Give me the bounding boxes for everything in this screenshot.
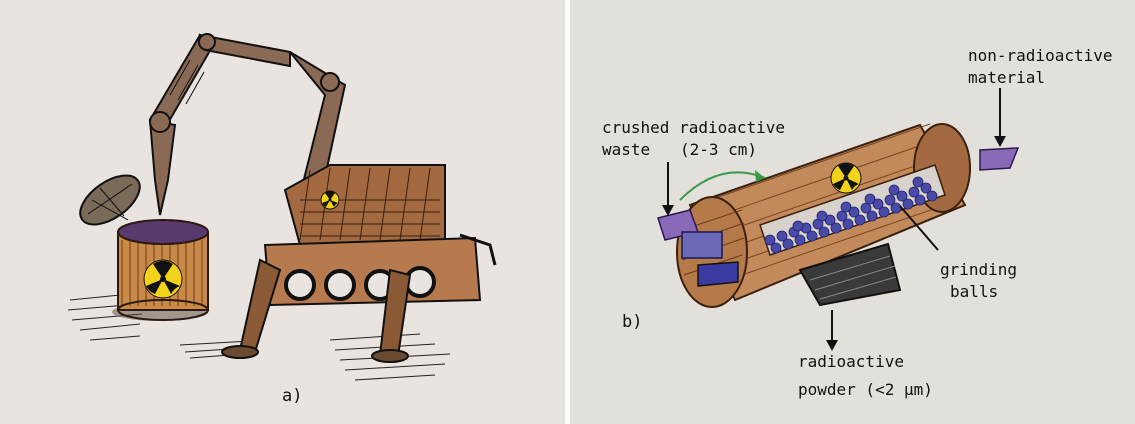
label-input-line1: crushed radioactive — [602, 118, 785, 138]
radiation-symbol-robot — [321, 191, 339, 209]
robot-excavator-sketch — [0, 0, 565, 424]
label-input-size: (2-3 cm) — [680, 140, 757, 160]
label-output-line2: powder (<2 µm) — [798, 380, 933, 400]
panel-b-ball-mill: crushed radioactive waste (2-3 cm) non-r… — [570, 0, 1135, 424]
label-nonrad-line2: material — [968, 68, 1045, 88]
panel-b-caption: b) — [622, 312, 642, 332]
outlet-chute — [980, 148, 1018, 170]
radiation-symbol-mill — [831, 163, 861, 193]
excavator-body — [222, 165, 495, 362]
label-balls-line2: balls — [950, 282, 998, 302]
panel-a-robot-excavator: a) — [0, 0, 565, 424]
label-output-line1: radioactive — [798, 352, 904, 372]
label-balls-line1: grinding — [940, 260, 1017, 280]
label-nonrad-line1: non-radioactive — [968, 46, 1113, 66]
radiation-symbol-barrel — [144, 260, 182, 298]
label-input-line2: waste — [602, 140, 650, 160]
panel-a-caption: a) — [282, 386, 302, 406]
